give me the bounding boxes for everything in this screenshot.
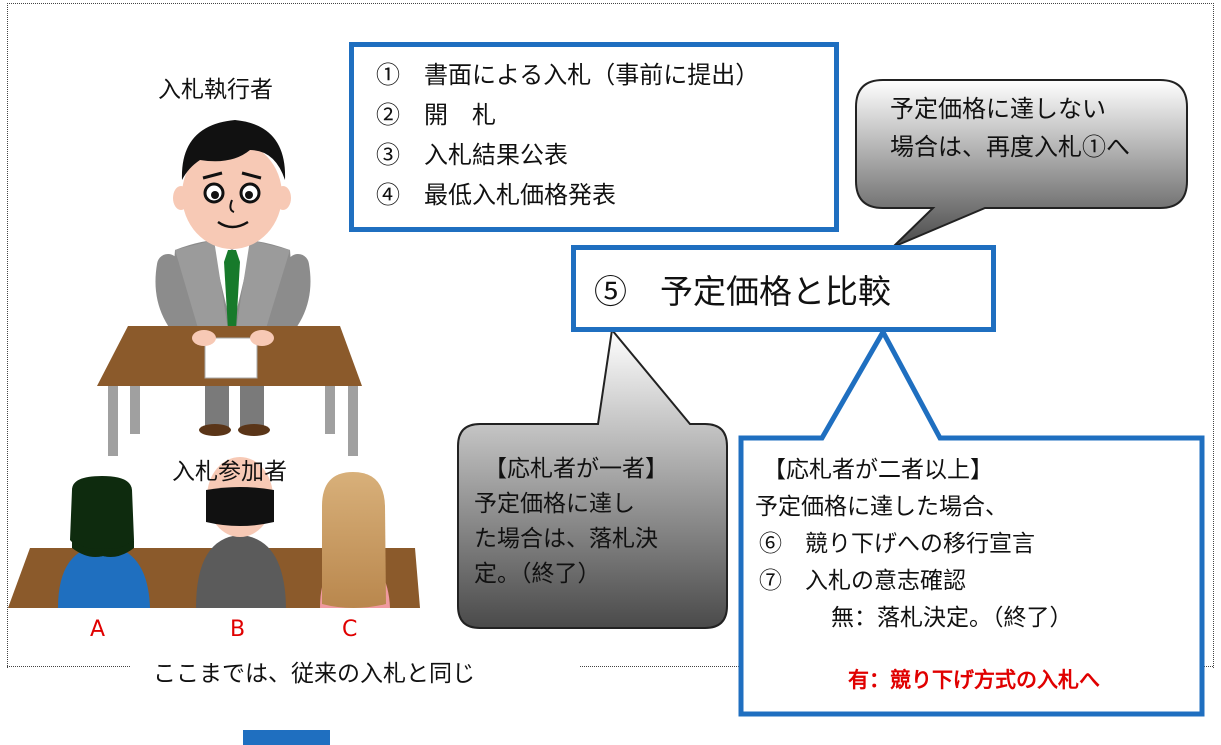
rebid-callout-shape bbox=[855, 79, 1188, 248]
dotted-frame bbox=[7, 3, 1214, 668]
participant-a-figure bbox=[58, 476, 150, 608]
multi-bidder-step-7: ⑦ 入札の意志確認 bbox=[759, 568, 966, 594]
participant-b-figure bbox=[196, 457, 286, 608]
footer-note: ここまでは、従来の入札と同じ bbox=[153, 661, 475, 687]
compare-label: ⑤ 予定価格と比較 bbox=[594, 271, 891, 311]
participant-a-letter: A bbox=[90, 617, 106, 642]
multi-bidder-callout-shape bbox=[738, 326, 1205, 717]
participant-c-figure bbox=[320, 472, 390, 608]
multi-bidder-note: 【応札者が二者以上】 予定価格に達した場合、 ⑥ 競り下げへの移行宣言 ⑦ 入札… bbox=[755, 452, 1073, 637]
multi-bidder-title: 【応札者が二者以上】 bbox=[763, 457, 993, 483]
compare-box: ⑤ 予定価格と比較 bbox=[571, 245, 996, 332]
steps-box: ① 書面による入札（事前に提出） ② 開 札 ③ 入札結果公表 ④ 最低入札価格… bbox=[349, 42, 839, 232]
step-4: ④ 最低入札価格発表 bbox=[376, 181, 616, 209]
rebid-note: 予定価格に達しない 場合は、再度入札①へ bbox=[890, 90, 1130, 166]
single-bidder-line-1: 予定価格に達し bbox=[474, 491, 635, 517]
rebid-note-line-2: 場合は、再度入札①へ bbox=[890, 133, 1130, 161]
executor-label: 入札執行者 bbox=[158, 77, 273, 103]
step-1: ① 書面による入札（事前に提出） bbox=[376, 61, 760, 89]
multi-bidder-yes: 有：競り下げ方式の入札へ bbox=[848, 668, 1100, 692]
single-bidder-line-3: 定。（終了） bbox=[474, 561, 601, 587]
executor-table bbox=[97, 326, 362, 456]
multi-bidder-no: 無：落札決定。（終了） bbox=[785, 605, 1073, 631]
participants-label: 入札参加者 bbox=[172, 459, 287, 485]
executor-figure bbox=[155, 120, 311, 436]
step-2: ② 開 札 bbox=[376, 101, 496, 129]
frame-bottom-left bbox=[7, 666, 130, 667]
single-bidder-title: 【応札者が一者】 bbox=[484, 456, 668, 482]
multi-bidder-line-1: 予定価格に達した場合、 bbox=[755, 494, 1008, 520]
rebid-note-line-1: 予定価格に達しない bbox=[890, 95, 1106, 123]
multi-bidder-step-6: ⑥ 競り下げへの移行宣言 bbox=[759, 531, 1035, 557]
bottom-blue-tab bbox=[243, 730, 330, 745]
participant-b-letter: B bbox=[230, 617, 246, 642]
single-bidder-line-2: た場合は、落札決 bbox=[474, 526, 658, 552]
participant-c-letter: C bbox=[342, 617, 358, 642]
step-3: ③ 入札結果公表 bbox=[376, 141, 568, 169]
single-bidder-note: 【応札者が一者】 予定価格に達し た場合は、落札決 定。（終了） bbox=[474, 452, 668, 592]
single-bidder-callout-shape bbox=[457, 327, 728, 629]
